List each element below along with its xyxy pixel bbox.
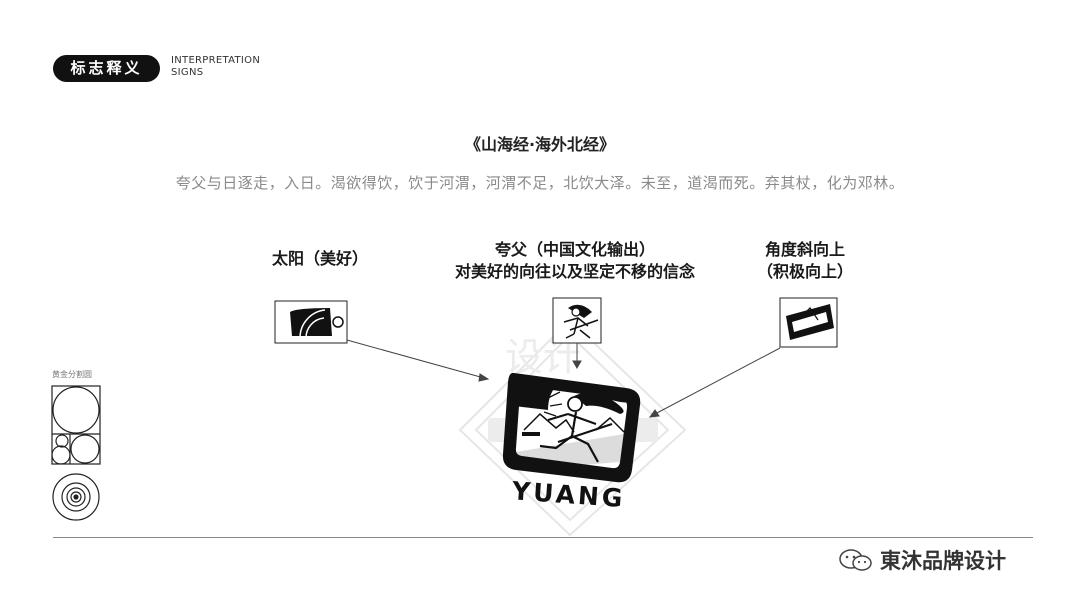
english-line-2: SIGNS: [171, 67, 204, 78]
connector-lines: [346, 339, 781, 418]
logo-emblem: [502, 372, 641, 483]
label-angle: 角度斜向上 （积极向上）: [735, 239, 875, 283]
label-kuafu: 夸父（中国文化输出） 对美好的向往以及坚定不移的信念: [400, 239, 750, 283]
label-kuafu-line1: 夸父（中国文化输出）: [494, 240, 655, 259]
source-title: 《山海经·海外北经》: [464, 135, 616, 154]
label-kuafu-line2: 对美好的向往以及坚定不移的信念: [454, 262, 695, 281]
wechat-icon: [838, 548, 874, 572]
label-angle-line1: 角度斜向上: [764, 240, 845, 259]
label-angle-line2: （积极向上）: [756, 262, 853, 281]
thumb-angle: [779, 297, 838, 348]
footer-divider: [53, 537, 1033, 538]
source-quote: 夸父与日逐走，入日。渴欲得饮，饮于河渭，河渭不足，北饮大泽。未至，道渴而死。弃其…: [175, 174, 905, 192]
watermark-text: 東沐品牌设计: [880, 549, 1006, 573]
section-badge: 标志释义: [53, 55, 160, 82]
english-line-1: INTERPRETATION: [171, 55, 261, 66]
golden-ratio-diagram: [51, 385, 101, 521]
golden-ratio-label: 黄金分割圆: [52, 370, 92, 379]
thumb-sun: [274, 300, 348, 344]
section-english-title: INTERPRETATION SIGNS: [171, 55, 260, 79]
logo-wordmark: YUANG: [510, 476, 626, 513]
thumb-kuafu: [552, 297, 602, 344]
label-sun: 太阳（美好）: [271, 249, 368, 268]
